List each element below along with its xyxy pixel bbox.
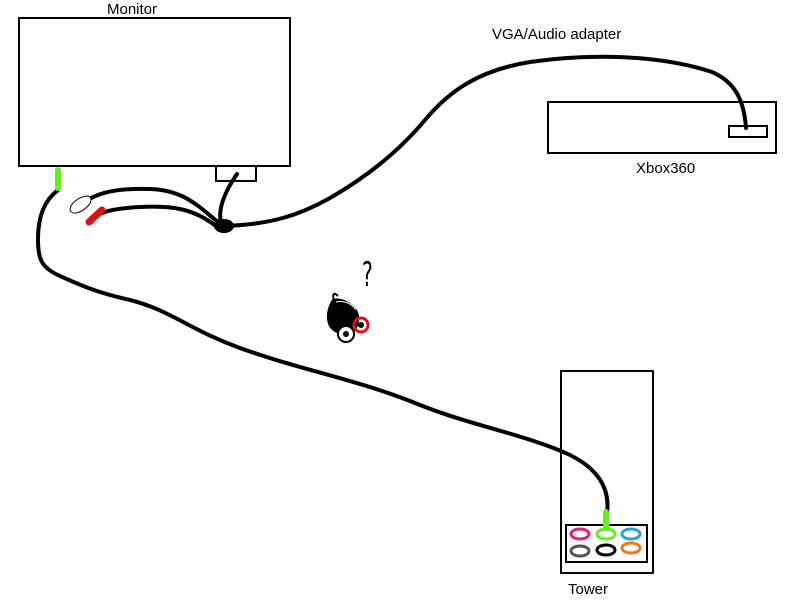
question-mark: ? xyxy=(362,255,373,295)
monitor-box xyxy=(18,17,291,167)
adapter-cable-red xyxy=(98,204,218,228)
tower-box xyxy=(560,370,654,574)
adapter-cable-to-xbox xyxy=(220,54,748,228)
mystery-connector xyxy=(326,292,370,343)
red-rca-plug xyxy=(85,206,106,226)
adapter-label: VGA/Audio adapter xyxy=(492,26,622,43)
adapter-cable-white xyxy=(86,186,220,224)
tower-label: Tower xyxy=(568,581,609,598)
xbox-port xyxy=(728,125,768,138)
monitor-port xyxy=(215,165,257,182)
pink-port xyxy=(569,527,591,541)
xbox-label: Xbox360 xyxy=(636,160,696,177)
black-port xyxy=(595,543,617,557)
white-rca-plug xyxy=(69,195,92,214)
audio-cable-monitor-to-tower xyxy=(36,188,610,515)
green-port xyxy=(595,527,617,541)
orange-port xyxy=(620,541,642,555)
gray-port xyxy=(569,544,591,558)
red-jack xyxy=(352,316,370,334)
monitor-label: Monitor xyxy=(107,1,158,18)
blue-port xyxy=(620,527,642,541)
xbox-box xyxy=(547,101,777,154)
